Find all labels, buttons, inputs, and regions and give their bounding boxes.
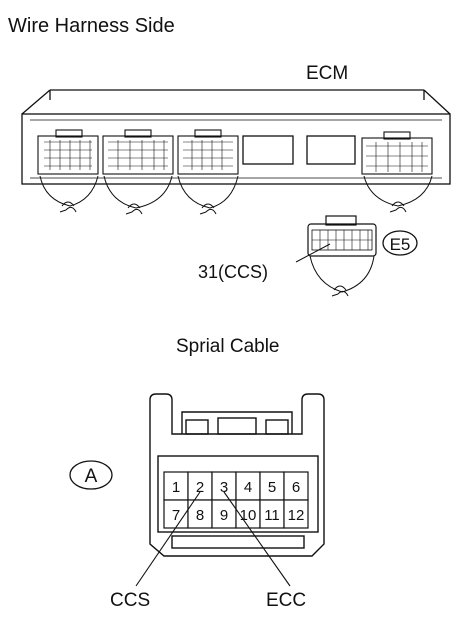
ecm-label: ECM [306, 63, 348, 84]
pin-number: 4 [244, 479, 252, 496]
pin-number: 3 [220, 479, 228, 496]
ccs-callout: CCS [110, 590, 150, 611]
svg-text:E5: E5 [390, 235, 411, 254]
pin-number: 6 [292, 479, 300, 496]
pin-grid [163, 471, 309, 529]
pin-number: 5 [268, 479, 276, 496]
pin-cell [283, 471, 309, 501]
pin-cell [259, 499, 285, 529]
pin-number: 9 [220, 507, 228, 524]
ecm-wire-bundles [39, 175, 433, 215]
pin-number: 2 [196, 479, 204, 496]
ecm-connector-2 [102, 129, 174, 175]
page-title: Wire Harness Side [8, 15, 175, 37]
pin-numbers: 1 2 3 4 5 6 7 8 9 10 11 12 [172, 479, 305, 524]
pin-cell [211, 471, 237, 501]
pin-number: 12 [288, 507, 305, 524]
pin-number: 1 [172, 479, 180, 496]
callout-leaders [135, 491, 291, 587]
spiral-cable-connector [149, 393, 325, 557]
e5-pin-label: 31(CCS) [198, 262, 268, 282]
pin-number: 10 [240, 507, 257, 524]
spiral-cable-title: Sprial Cable [176, 336, 280, 357]
spiral-cable-badge: A [69, 460, 113, 490]
svg-text:A: A [85, 466, 98, 487]
ccs-leader [135, 491, 201, 587]
ecm-unit [21, 89, 451, 185]
ecm-connector-1 [37, 129, 99, 175]
e5-connector [307, 215, 377, 297]
pin-number: 7 [172, 507, 180, 524]
pin-number: 11 [264, 507, 280, 524]
ecm-connector-3 [177, 129, 239, 175]
pin-number: 8 [196, 507, 204, 524]
pin-cell [283, 499, 309, 529]
pin-cell [259, 471, 285, 501]
ecc-leader [223, 491, 291, 587]
e5-badge: E5 [382, 230, 418, 256]
pin-cell [211, 499, 237, 529]
e5-pin-leader [295, 243, 331, 263]
ecc-callout: ECC [266, 590, 306, 611]
ecm-connector-4 [361, 131, 433, 175]
